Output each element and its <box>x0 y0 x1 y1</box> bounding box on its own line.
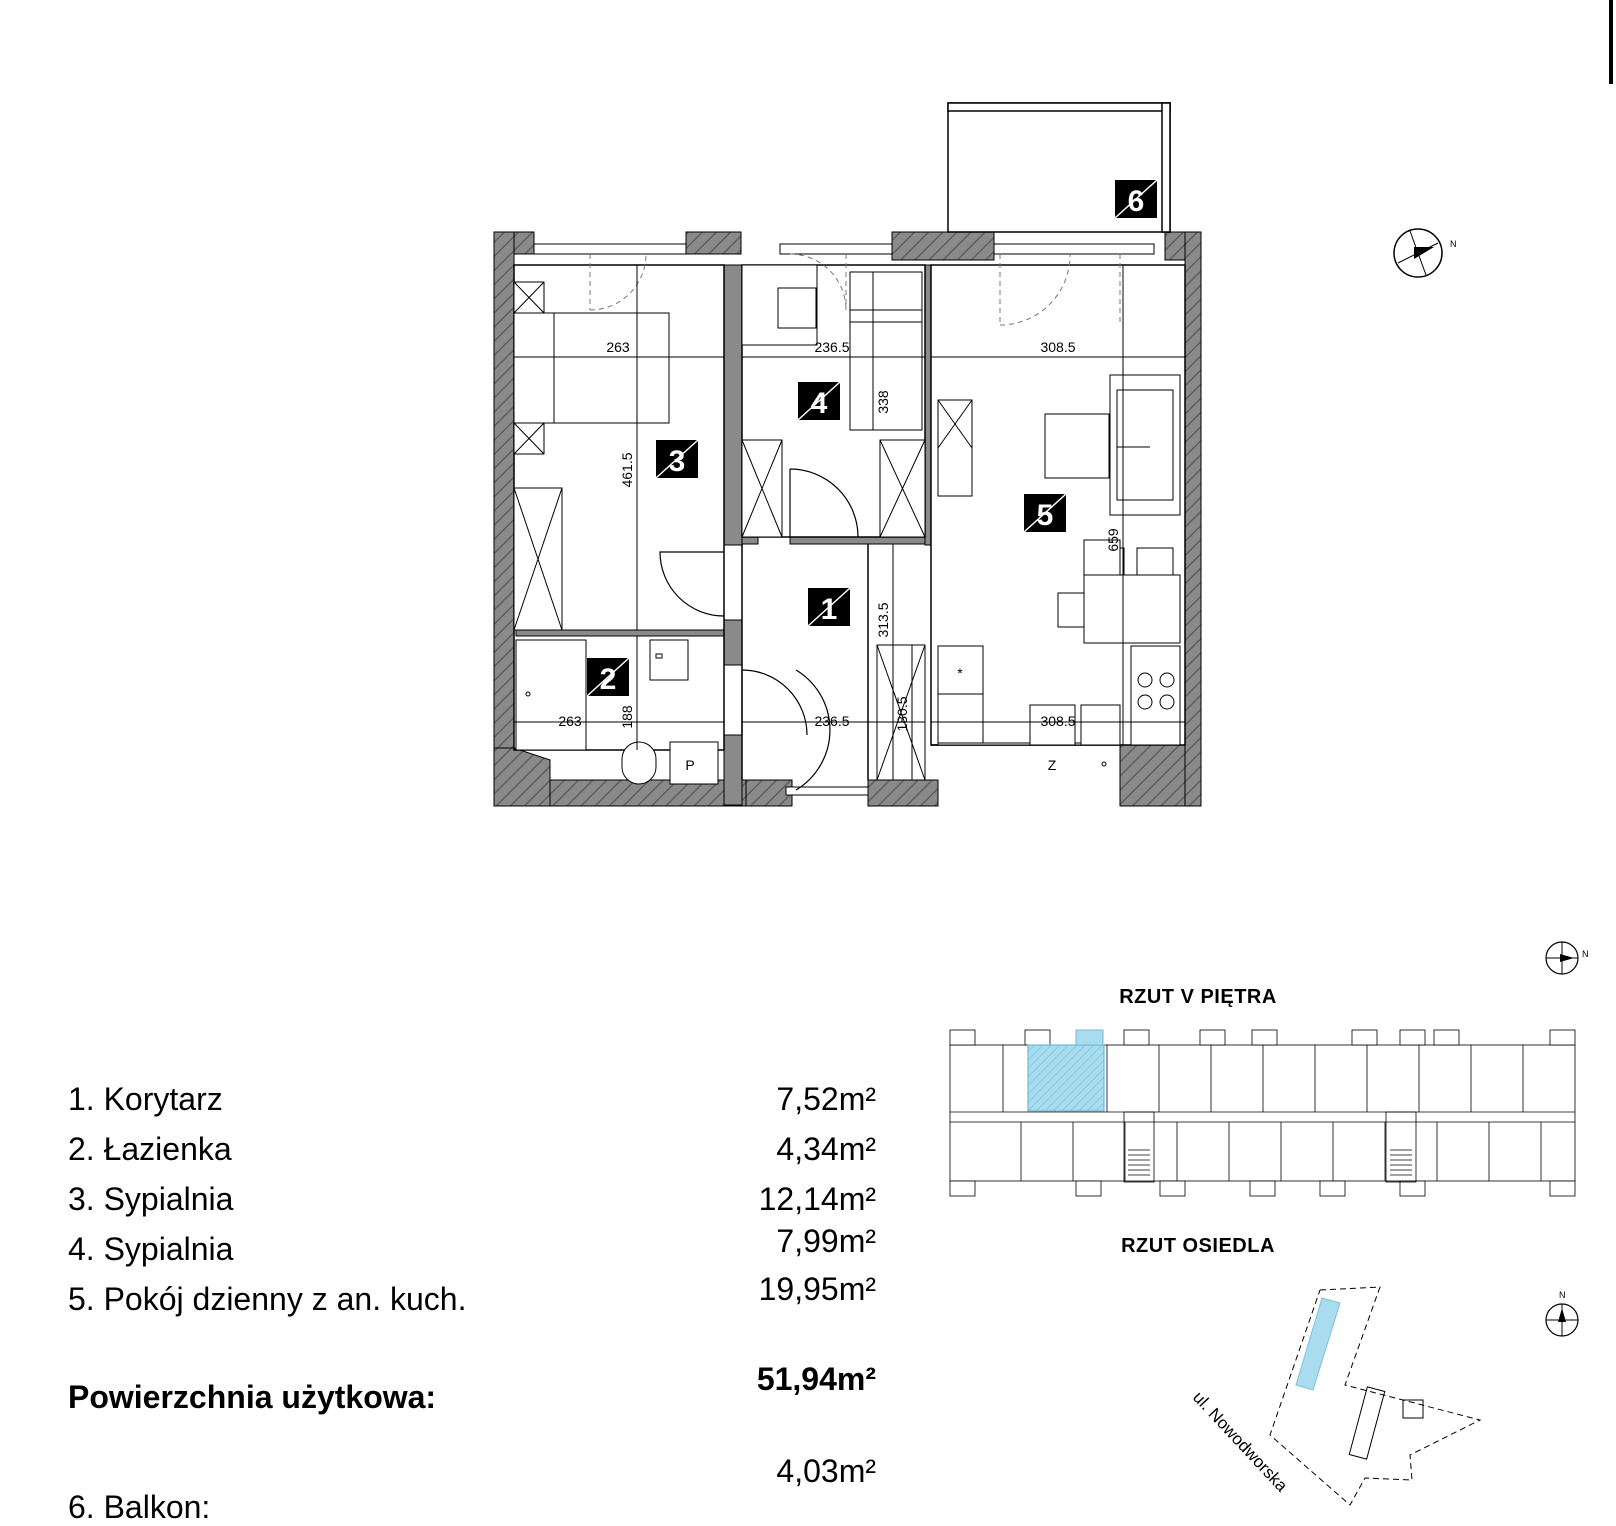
svg-text:4: 4 <box>811 387 828 420</box>
key-plan-balcony <box>1433 1029 1460 1046</box>
dim-room5-width: 308.5 <box>1040 339 1075 355</box>
dim-kitchen-depth: 180.5 <box>894 696 910 731</box>
svg-text:N: N <box>1559 1290 1566 1300</box>
window-opening-arcs <box>589 253 1121 326</box>
dimension-lines <box>514 265 1185 780</box>
key-plan-balcony <box>1123 1029 1150 1046</box>
floor-plan-caption: RZUT V PIĘTRA <box>1119 986 1277 1008</box>
site-plan-buildings <box>1295 1297 1424 1460</box>
room-badge-3: 3 <box>655 439 699 479</box>
floor-drain-icon <box>525 691 531 697</box>
washing-machine-label: P <box>685 757 694 773</box>
svg-text:6: 6 <box>1128 185 1145 218</box>
street-name: ul. Nowodworska <box>1189 1388 1292 1496</box>
key-plan-balcony <box>1549 1029 1576 1046</box>
key-plan-balcony <box>1319 1180 1346 1197</box>
compass-main-icon: N <box>1393 228 1457 278</box>
room-badge-5: 5 <box>1023 493 1067 533</box>
legend-room-2-label: 2. Łazienka <box>68 1131 232 1167</box>
key-plan-balcony <box>1399 1180 1426 1197</box>
legend-balcony-label: 6. Balkon: <box>68 1489 211 1525</box>
key-plan-staircase <box>1385 1111 1417 1183</box>
site-plan-caption: RZUT OSIEDLA <box>1121 1235 1275 1257</box>
key-plan-balcony <box>1351 1029 1378 1046</box>
room-badge-1: 1 <box>807 587 851 627</box>
dim-room1-depth: 313.5 <box>875 602 891 637</box>
key-plan-balcony <box>1249 1180 1276 1197</box>
floor-key-plan-compass-icon: N <box>1545 941 1589 975</box>
legend-room-2-area: 4,34m² <box>776 1131 876 1167</box>
floor-key-plan <box>949 1029 1576 1197</box>
dim-room2-width: 263 <box>558 713 582 729</box>
key-plan-balcony <box>1399 1029 1426 1046</box>
key-plan-balcony <box>1075 1180 1102 1197</box>
legend-room-4-label: 4. Sypialnia <box>68 1231 234 1267</box>
svg-text:N: N <box>1582 949 1589 959</box>
legend-room-1-label: 1. Korytarz <box>68 1081 223 1117</box>
room-badge-2: 2 <box>586 657 630 697</box>
dim-room4-depth: 338 <box>875 390 891 414</box>
svg-text:2: 2 <box>600 663 617 696</box>
fridge-label: Z <box>1048 757 1057 773</box>
legend-room-5-area: 19,95m² <box>758 1271 876 1307</box>
legend-room-3-label: 3. Sypialnia <box>68 1181 234 1217</box>
key-plan-balcony <box>1024 1029 1051 1046</box>
dim-room2-depth: 188 <box>619 705 635 729</box>
legend-total-label: Powierzchnia użytkowa: <box>68 1379 437 1415</box>
furniture <box>513 264 1181 785</box>
dim-room3-depth: 461.5 <box>619 452 635 487</box>
windows <box>533 243 1155 796</box>
page-corner-mark <box>1609 0 1613 84</box>
site-plan-compass-icon: N <box>1545 1290 1579 1337</box>
key-plan-balcony <box>949 1180 976 1197</box>
site-plan-map <box>1269 1286 1482 1506</box>
dim-kitchen-width: 308.5 <box>1040 713 1075 729</box>
legend-room-1-area: 7,52m² <box>776 1081 876 1117</box>
svg-text:3: 3 <box>669 445 686 478</box>
legend-room-5-label: 5. Pokój dzienny z an. kuch. <box>68 1281 467 1317</box>
key-plan-staircase <box>1123 1111 1155 1183</box>
key-plan-balcony <box>1159 1180 1186 1197</box>
key-plan-balcony <box>1199 1029 1226 1046</box>
dim-room5-depth: 659 <box>1105 528 1121 552</box>
svg-text:1: 1 <box>821 593 838 626</box>
legend-room-3-area: 12,14m² <box>758 1181 876 1217</box>
svg-text:5: 5 <box>1037 499 1054 532</box>
dim-room4-width: 236.5 <box>814 339 849 355</box>
extractor-label: * <box>957 665 963 681</box>
key-plan-balcony <box>1549 1180 1576 1197</box>
sink-drain-icon <box>1101 761 1107 767</box>
key-plan-balcony <box>1251 1029 1278 1046</box>
balcony <box>947 102 1171 233</box>
legend-total-area: 51,94m² <box>756 1361 876 1397</box>
north-label: N <box>1450 239 1457 249</box>
dim-room1-width: 236.5 <box>814 713 849 729</box>
apartment-highlight <box>1027 1044 1105 1112</box>
washbasin-drain-icon <box>655 653 663 659</box>
interior-walls <box>515 264 932 806</box>
room-badge-6: 6 <box>1114 179 1158 219</box>
legend-balcony-area: 4,03m² <box>776 1453 876 1489</box>
dim-room3-width: 263 <box>606 339 630 355</box>
legend-room-4-area: 7,99m² <box>776 1223 876 1259</box>
key-plan-balcony <box>949 1029 976 1046</box>
room-badge-4: 4 <box>797 381 841 421</box>
